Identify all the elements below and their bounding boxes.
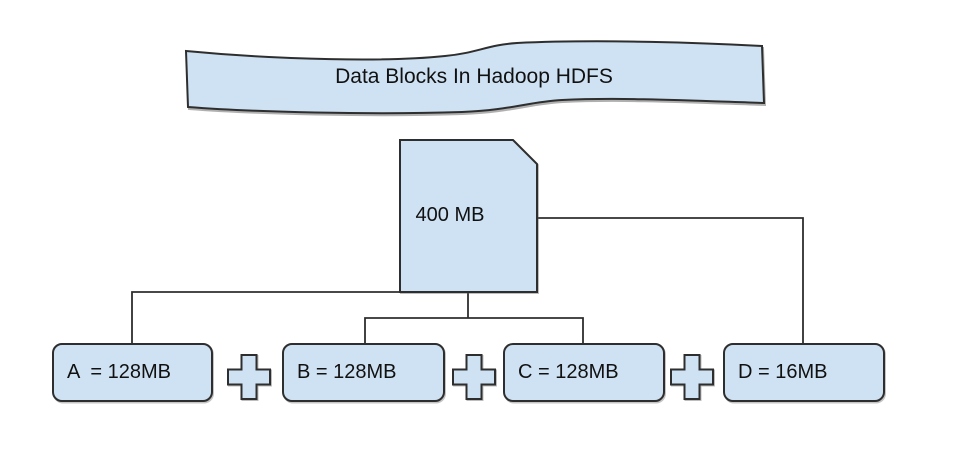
document-shape — [399, 139, 538, 293]
connector-line-to-b-and-c — [364, 317, 584, 343]
plus-icon — [670, 354, 714, 400]
plus-icon — [227, 354, 271, 400]
connector-line-to-a — [131, 291, 400, 343]
plus-icon — [452, 354, 496, 400]
data-block-b: B = 128MB — [282, 343, 445, 402]
banner-ribbon-shape — [184, 40, 766, 115]
data-block-c: C = 128MB — [503, 343, 665, 402]
data-block-a: A = 128MB — [52, 343, 213, 402]
connector-line-to-d — [537, 217, 804, 343]
source-file-size-label: 400 MB — [415, 204, 485, 226]
diagram-title: Data Blocks In Hadoop HDFS — [335, 64, 613, 88]
data-block-d: D = 16MB — [723, 343, 885, 402]
